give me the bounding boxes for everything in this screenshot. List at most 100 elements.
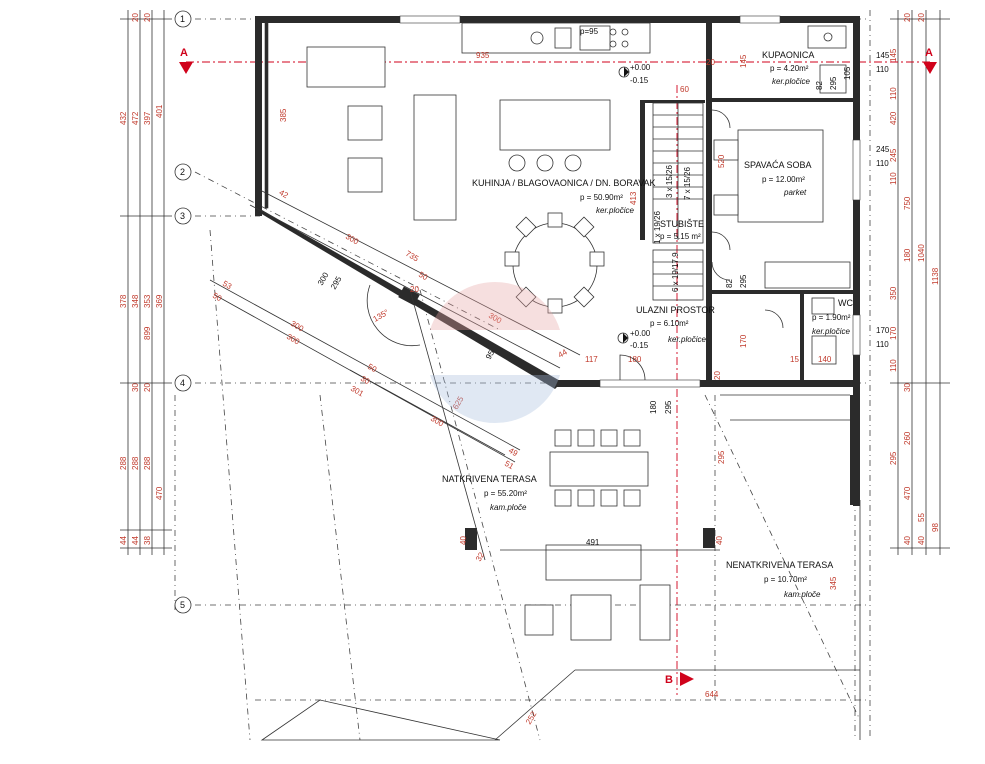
dim-300c: 300 [316, 270, 331, 287]
room-label-living: KUHINJA / BLAGOVAONICA / DN. BORAVAK p =… [472, 178, 656, 215]
dim-145b: 145 [739, 54, 748, 68]
dim-right-110b: 110 [889, 172, 898, 185]
bedroom-floor: parket [783, 188, 807, 197]
section-a-right-arrow [923, 62, 937, 74]
dim-right-55: 55 [917, 513, 926, 522]
open-terrace-area: p = 10.70m² [764, 575, 807, 584]
level-entry-plus: +0.00 [630, 329, 651, 338]
dim-140: 140 [818, 355, 832, 364]
dim-right-40: 40 [903, 536, 912, 545]
dim-32: 32 [474, 550, 487, 563]
dim-right-20: 20 [903, 13, 912, 22]
dim-300e: 300 [285, 332, 302, 347]
dim-right-110c: 110 [889, 359, 898, 372]
side-dim-110b: 110 [876, 159, 889, 168]
dim-60: 60 [680, 85, 689, 94]
dim-left-288b: 288 [131, 456, 140, 470]
bath-floor: ker.pločice [772, 77, 810, 86]
dim-50b: 50 [366, 362, 379, 375]
bed [713, 129, 851, 289]
stair-name: STUBIŠTE [660, 219, 704, 229]
dim-right-1040: 1040 [917, 244, 926, 262]
dim-right-20b: 20 [917, 13, 926, 22]
dim-180b: 180 [649, 400, 658, 414]
dim-right-40b: 40 [917, 536, 926, 545]
section-a-left-arrow [179, 62, 193, 74]
entry-area: p = 6.10m² [650, 319, 689, 328]
dim-53: 53 [221, 279, 234, 292]
axis-marker-3 [174, 207, 192, 225]
watermark-logo [430, 281, 560, 424]
dim-left-288a: 288 [119, 456, 128, 470]
dim-520: 520 [717, 154, 726, 168]
dim-345: 345 [829, 576, 838, 590]
doors [619, 109, 784, 381]
level-entry-minus: -0.15 [630, 341, 649, 350]
axis-label-4: 4 [180, 378, 185, 388]
dim-105: 105 [843, 66, 852, 80]
column-3 [703, 528, 715, 548]
section-a-right-label: A [925, 47, 933, 59]
dimension-chains-left: 432 472 397 401 378 348 353 369 899 30 2… [119, 10, 172, 555]
dim-301: 301 [349, 384, 366, 399]
room-label-entry: ULAZNI PROSTOR p = 6.10m² ker.pločice [636, 305, 715, 344]
room-label-bedroom: SPAVAĆA SOBA p = 12.00m² parket [744, 160, 812, 197]
dim-left-44b: 44 [131, 536, 140, 545]
section-a-left-label: A [180, 47, 188, 59]
living-area: p = 50.90m² [580, 193, 623, 202]
dim-42: 42 [278, 188, 291, 201]
living-floor: ker.pločice [596, 206, 634, 215]
dim-left-401: 401 [155, 104, 164, 118]
dim-left-20: 20 [143, 383, 152, 392]
side-dim-145: 145 [876, 51, 890, 60]
wall-side-dimensions: 145 110 245 110 170 110 [876, 51, 890, 349]
terrace-dining [549, 429, 649, 507]
dim-252: 252 [524, 709, 539, 726]
dim-right-30: 30 [903, 383, 912, 392]
dim-20b: 20 [713, 371, 722, 380]
dim-right-170: 170 [889, 326, 898, 340]
column-2 [465, 528, 477, 550]
stair-run-4: 6 x 19/17.9 [671, 252, 680, 292]
side-dim-110c: 110 [876, 340, 889, 349]
dim-right-180: 180 [903, 248, 912, 262]
dim-295c: 295 [717, 450, 726, 464]
open-terrace-name: NENATKRIVENA TERASA [726, 560, 833, 570]
dim-135deg: 135° [372, 308, 391, 324]
dim-p95: p=95 [580, 27, 599, 36]
section-b-label: B [665, 674, 673, 686]
dim-left-30: 30 [131, 383, 140, 392]
covered-terrace-name: NATKRIVENA TERASA [442, 474, 537, 484]
dim-right-1138: 1138 [931, 267, 940, 285]
covered-terrace-area: p = 55.20m² [484, 489, 527, 498]
living-name: KUHINJA / BLAGOVAONICA / DN. BORAVAK [472, 178, 656, 188]
stair-area: p = 5.15 m² [660, 232, 701, 241]
dim-left-369: 369 [155, 294, 164, 308]
entry-floor: ker.pločice [668, 335, 706, 344]
dim-left-397: 397 [143, 111, 152, 125]
stair-run-1: 7 x 15/26 [683, 167, 692, 200]
stair-run-2: 3 x 15/26 [665, 165, 674, 198]
dim-295a: 295 [329, 274, 344, 291]
stair-run-3: 1 x 19/26 [653, 211, 662, 244]
dim-15: 15 [790, 355, 799, 364]
dim-right-350: 350 [889, 286, 898, 300]
dim-935: 935 [476, 51, 490, 60]
axis-label-2: 2 [180, 167, 185, 177]
dim-left-348: 348 [131, 294, 140, 308]
dim-right-110: 110 [889, 87, 898, 100]
terrace-lounge [524, 544, 671, 641]
dining-table-round [504, 212, 605, 314]
dim-right-260: 260 [903, 431, 912, 445]
dim-300f: 300 [429, 414, 446, 429]
wc-area: p = 1.90m² [812, 313, 851, 322]
staircase: 7 x 15/26 3 x 15/26 1 x 19/26 6 x 19/17.… [652, 102, 704, 301]
side-dim-245: 245 [876, 145, 890, 154]
dim-491: 491 [586, 538, 600, 547]
dim-82b: 82 [725, 279, 734, 288]
axis-marker-1 [174, 10, 192, 28]
kitchen-counter: p=95 [461, 22, 651, 54]
side-dim-170: 170 [876, 326, 890, 335]
dim-right-295: 295 [889, 451, 898, 465]
axis-marker-5 [174, 596, 192, 614]
